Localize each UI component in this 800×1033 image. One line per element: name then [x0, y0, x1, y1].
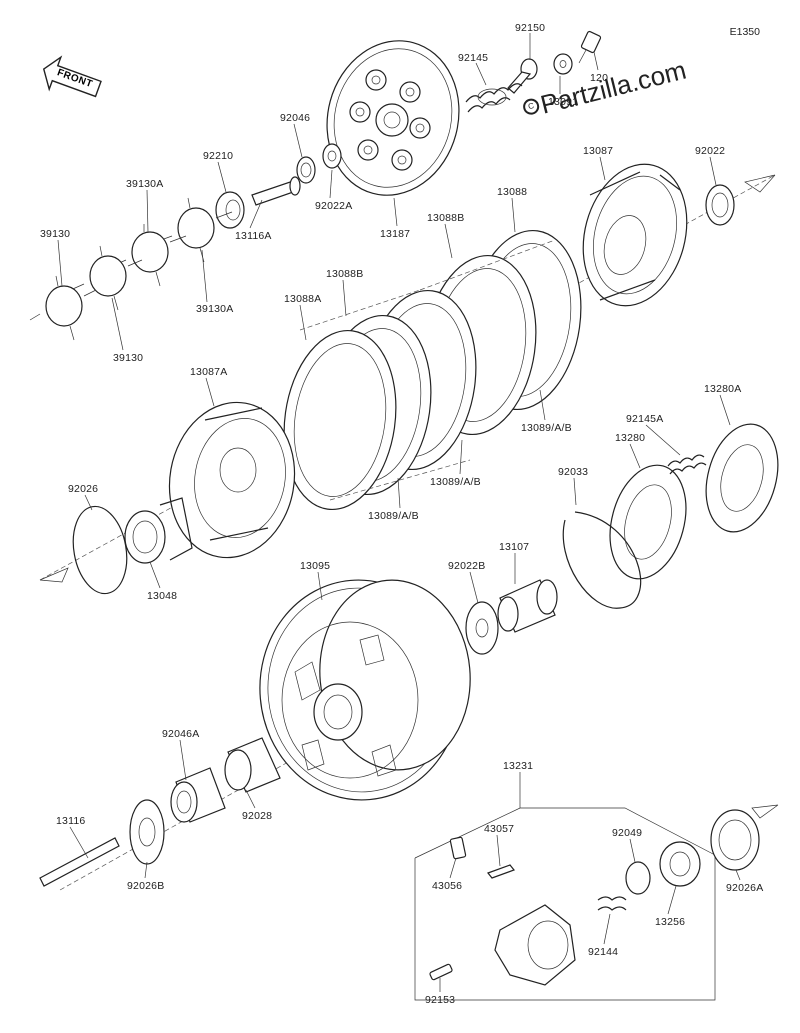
part-label-p-43056[interactable]: 43056 [432, 880, 463, 892]
part-label-p-92150[interactable]: 92150 [515, 22, 546, 34]
push-rod-13116a [251, 176, 301, 206]
cap-43057 [487, 864, 515, 879]
part-label-p-13088a[interactable]: 13088A [284, 293, 322, 305]
watermark-mark: C [521, 96, 541, 117]
needle-bearing-13107 [497, 579, 558, 633]
assembly-bracket-top [414, 807, 716, 859]
part-label-p-13280[interactable]: 13280 [615, 432, 646, 444]
needle-bearing-92046a [170, 767, 226, 823]
part-label-p-92145[interactable]: 92145 [458, 52, 489, 64]
front-arrow-icon [42, 55, 102, 98]
washer-92026b [129, 799, 165, 865]
part-label-p-92022[interactable]: 92022 [695, 145, 726, 157]
washer-13091 [553, 53, 573, 75]
part-label-p-13256[interactable]: 13256 [655, 916, 686, 928]
part-label-p-43057[interactable]: 43057 [484, 823, 515, 835]
part-label-p-92046a[interactable]: 92046A [162, 728, 200, 740]
part-label-p-13088[interactable]: 13088 [497, 186, 528, 198]
part-label-p-92026[interactable]: 92026 [68, 483, 99, 495]
seal-92049 [625, 861, 651, 895]
push-rod-13116 [39, 837, 120, 887]
spring-92144 [597, 896, 627, 911]
washer-92022b [465, 601, 499, 655]
snap-ring-92033 [562, 511, 642, 609]
leader-lines [57, 33, 741, 992]
part-label-p-120[interactable]: 120 [590, 72, 609, 84]
circlip-92026 [72, 505, 128, 595]
bolt-92153 [429, 963, 453, 981]
gasket-92026a [710, 809, 760, 871]
collar-13048 [124, 497, 193, 564]
spring-92145 [465, 83, 523, 113]
bleeder-43056 [449, 836, 467, 860]
washer-92022a [322, 143, 342, 169]
part-label-p-13087[interactable]: 13087 [583, 145, 614, 157]
part-label-p-13095[interactable]: 13095 [300, 560, 331, 572]
bushing-92022 [705, 184, 735, 226]
part-label-p-92145a[interactable]: 92145A [626, 413, 664, 425]
part-label-p-13089-r[interactable]: 13089/A/B [521, 422, 572, 434]
part-label-p-13088b-mid[interactable]: 13088B [326, 268, 364, 280]
part-label-p-92022a[interactable]: 92022A [315, 200, 353, 212]
part-label-p-13187[interactable]: 13187 [380, 228, 411, 240]
part-label-p-92144[interactable]: 92144 [588, 946, 619, 958]
part-label-p-13089-l[interactable]: 13089/A/B [368, 510, 419, 522]
part-label-p-39130a-top[interactable]: 39130A [126, 178, 164, 190]
part-label-p-13116a[interactable]: 13116A [235, 230, 272, 242]
part-label-p-13116[interactable]: 13116 [56, 815, 86, 827]
piston-13256 [659, 841, 701, 887]
spring-92145a [667, 454, 707, 475]
lifter-plate-13280 [609, 464, 687, 580]
part-label-p-13107[interactable]: 13107 [499, 541, 530, 553]
part-label-p-92153[interactable]: 92153 [425, 994, 456, 1006]
part-label-p-92033[interactable]: 92033 [558, 466, 589, 478]
part-label-p-92026b[interactable]: 92026B [127, 880, 165, 892]
part-label-p-13087a[interactable]: 13087A [190, 366, 228, 378]
plate-13280a [705, 423, 779, 533]
front-direction-indicator: FRONT [35, 49, 108, 110]
axis-arrow-lower-right [751, 804, 779, 819]
spring-plate-39130-1 [65, 245, 143, 311]
part-label-p-39130-left[interactable]: 39130 [40, 228, 71, 240]
diagram-code: E1350 [729, 26, 760, 38]
part-label-p-92049[interactable]: 92049 [612, 827, 643, 839]
bearing-92046 [296, 156, 316, 184]
axis-arrow-upper [744, 174, 776, 193]
part-label-p-92028[interactable]: 92028 [242, 810, 273, 822]
bolt-120 [578, 30, 602, 64]
pressure-plate-13187 [326, 40, 460, 196]
clutch-hub-13087a [168, 401, 296, 559]
rod-92150 [507, 58, 538, 94]
part-label-p-13280a[interactable]: 13280A [704, 383, 742, 395]
part-label-p-92022b[interactable]: 92022B [448, 560, 486, 572]
slave-cylinder [494, 904, 576, 986]
part-label-p-39130a-low[interactable]: 39130A [196, 303, 234, 315]
part-label-p-13231[interactable]: 13231 [503, 760, 534, 772]
clutch-hub-13087 [582, 163, 688, 307]
part-label-p-13091[interactable]: 13091 [548, 96, 579, 108]
axis-arrow-left [39, 567, 69, 583]
clutch-housing-13095 [259, 579, 471, 801]
friction-plates-stack [283, 229, 582, 511]
part-label-p-92046[interactable]: 92046 [280, 112, 311, 124]
sleeve-92028 [224, 737, 281, 793]
part-label-p-39130-low[interactable]: 39130 [113, 352, 144, 364]
part-label-p-92210[interactable]: 92210 [203, 150, 234, 162]
part-label-p-13089-m[interactable]: 13089/A/B [430, 476, 481, 488]
part-label-p-13088b-top[interactable]: 13088B [427, 212, 465, 224]
part-label-p-92026a[interactable]: 92026A [726, 882, 764, 894]
part-label-p-13048[interactable]: 13048 [147, 590, 178, 602]
assembly-bracket-13231 [414, 855, 716, 1001]
seal-92210 [215, 191, 245, 229]
spring-plate-39130-2 [29, 275, 97, 341]
